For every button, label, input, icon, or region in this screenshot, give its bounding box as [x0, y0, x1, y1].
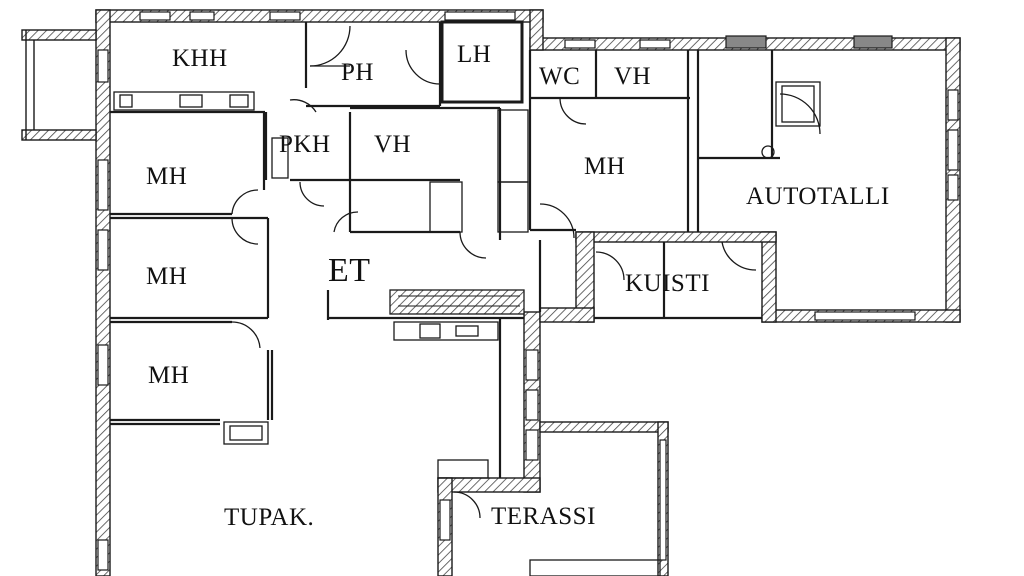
room-label-pkh: PKH — [279, 131, 331, 158]
room-label-mh-1: MH — [146, 163, 188, 190]
left-porch — [21, 29, 97, 141]
room-label-vh-top: VH — [614, 63, 652, 90]
door-swings — [231, 25, 821, 519]
room-label-kuisti: KUISTI — [625, 270, 710, 297]
room-label-ph: PH — [341, 59, 374, 86]
room-label-mh-3: MH — [148, 362, 190, 389]
exterior-walls — [95, 9, 961, 576]
room-label-wc: WC — [539, 63, 581, 90]
room-label-mh-2: MH — [146, 263, 188, 290]
stair-lines — [398, 295, 520, 307]
fixtures — [113, 81, 821, 576]
room-label-terassi: TERASSI — [491, 503, 596, 530]
windows — [97, 11, 959, 571]
room-label-tupak: TUPAK. — [224, 504, 315, 531]
room-label-vh-mid: VH — [374, 131, 412, 158]
room-label-lh: LH — [457, 41, 492, 68]
interior-walls — [110, 20, 780, 478]
room-label-autotalli: AUTOTALLI — [746, 183, 890, 210]
room-label-khh: KHH — [172, 45, 228, 72]
room-label-et: ET — [328, 252, 371, 289]
room-label-mh-right: MH — [584, 153, 626, 180]
